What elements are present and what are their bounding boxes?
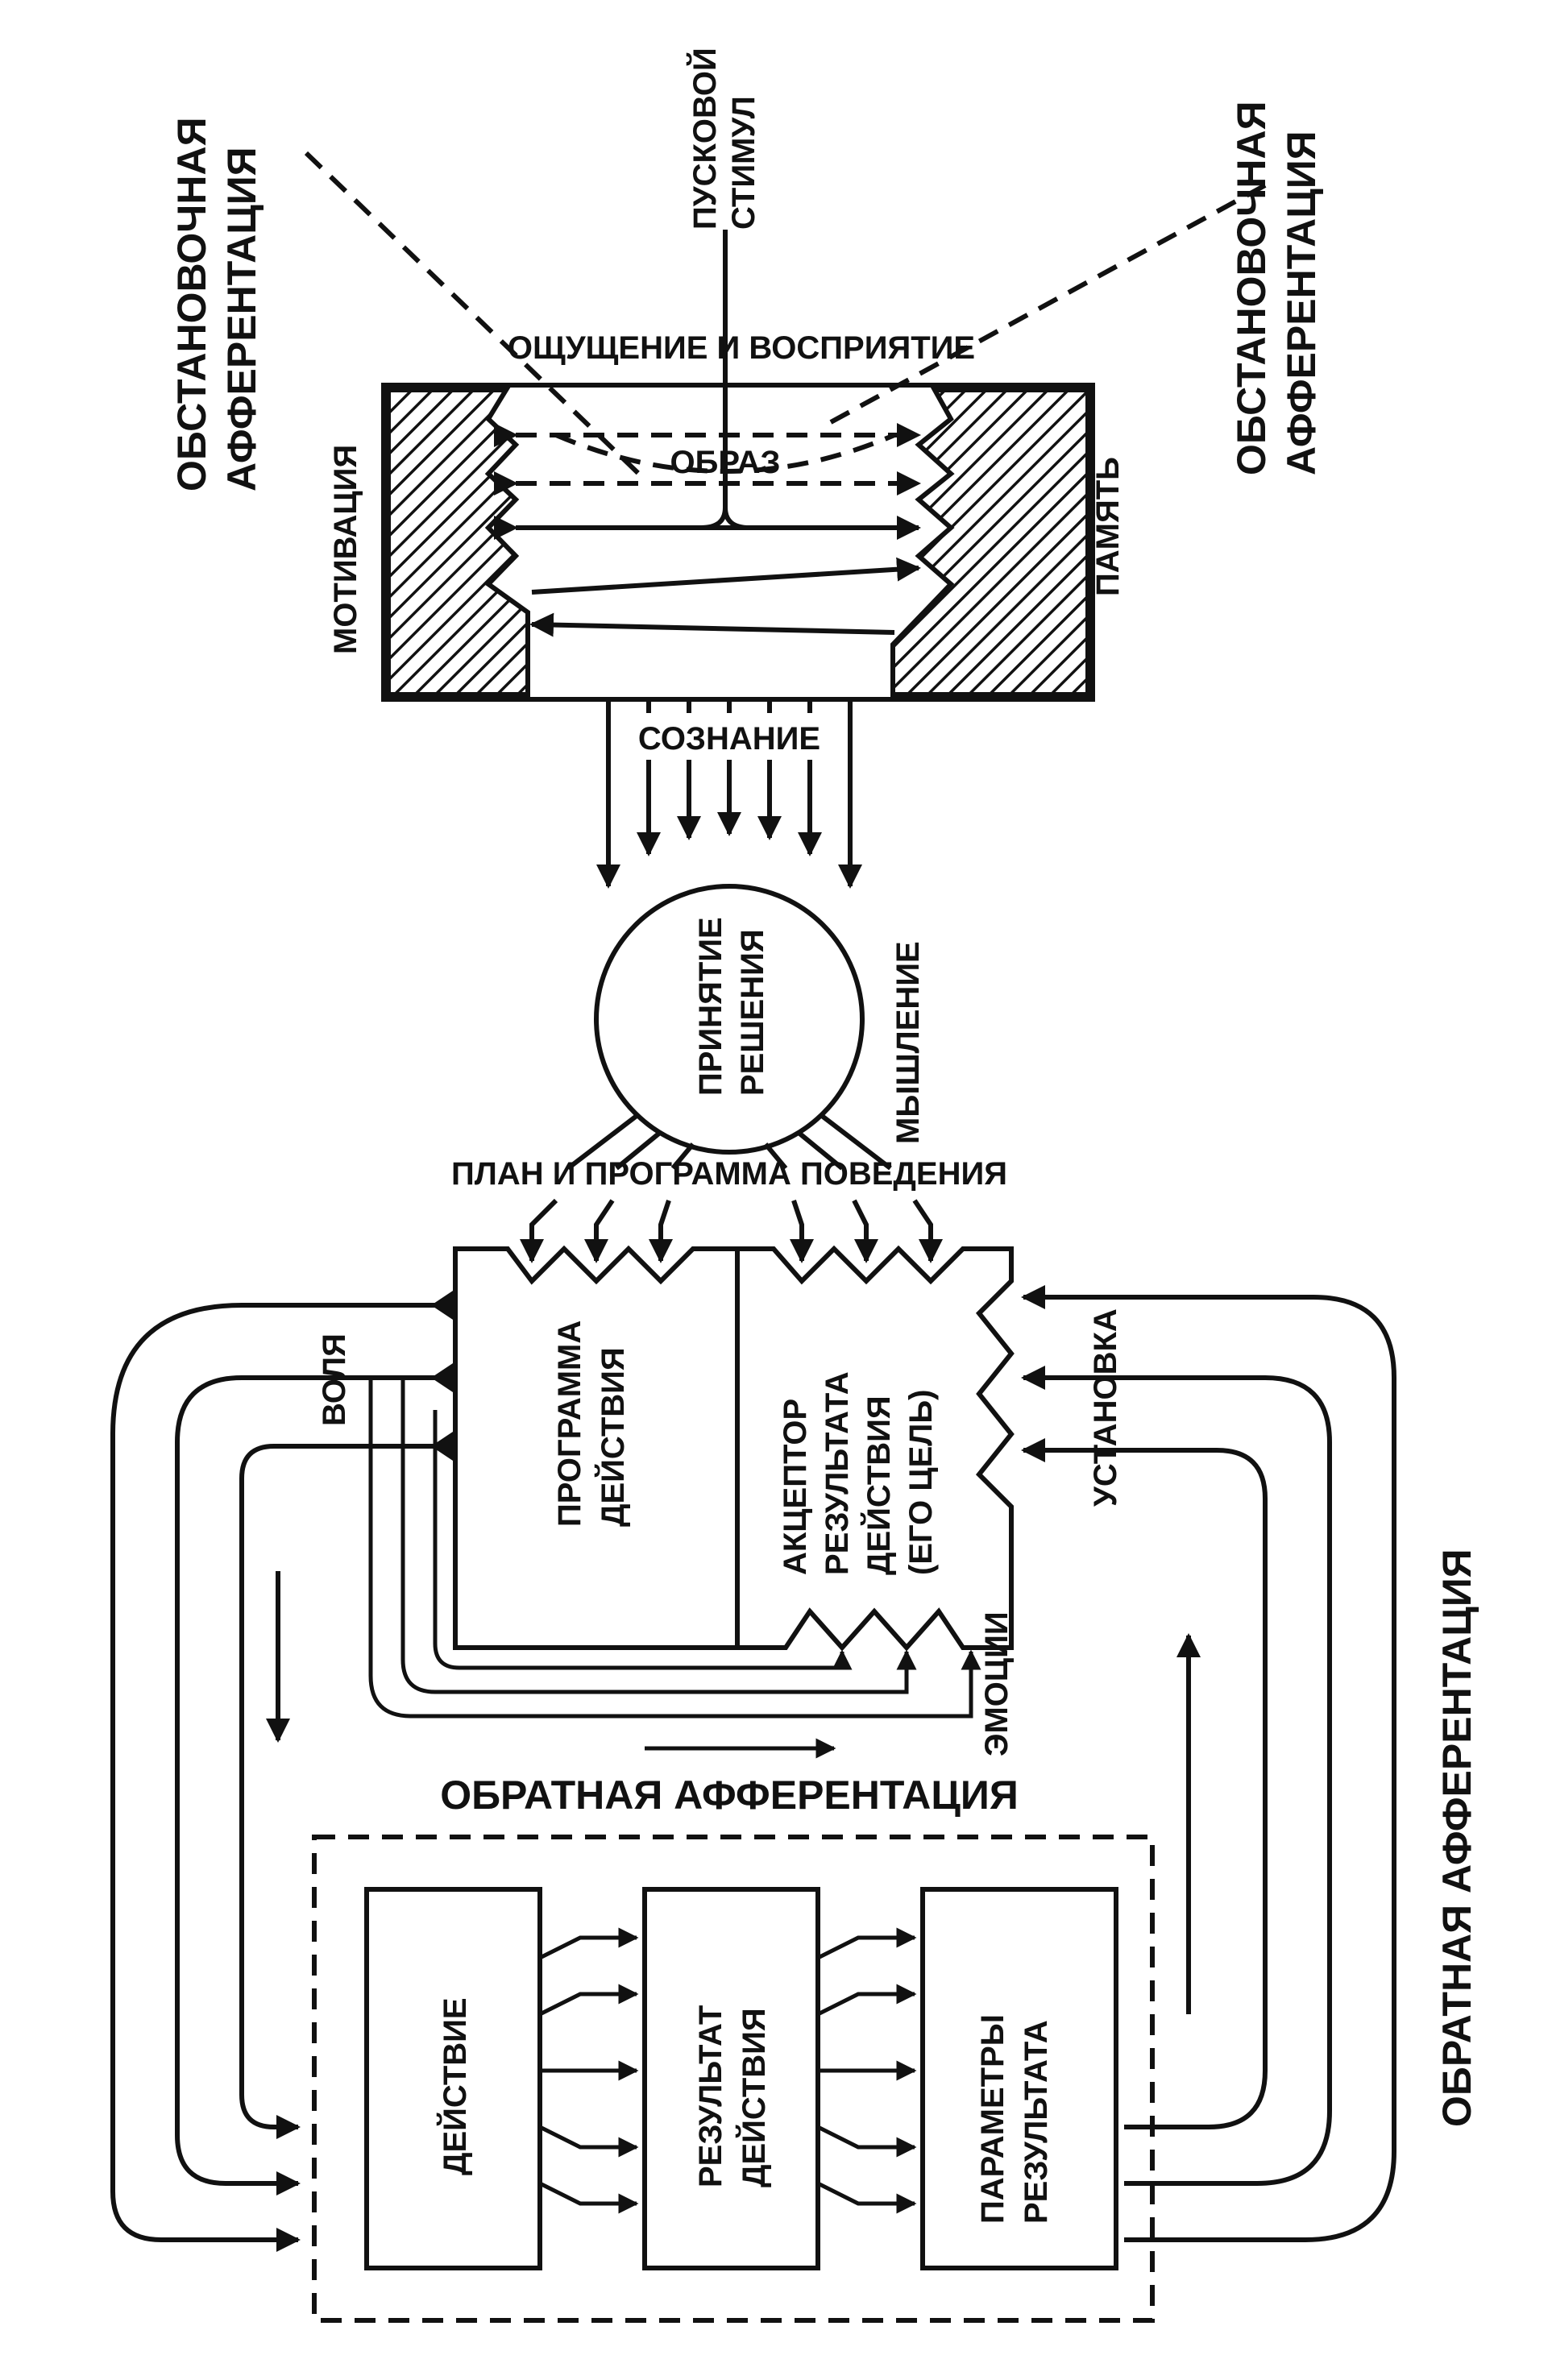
trigger-stimulus-label: ПУСКОВОЙ СТИМУЛ <box>686 39 761 230</box>
decision-rays <box>566 1113 892 1171</box>
feedback-loops <box>110 1285 1396 2252</box>
memory-hatched-area <box>890 388 1090 697</box>
memory-to-motivation-arrow <box>529 612 895 637</box>
feedback-right-label: ОБРАТНАЯ АФФЕРЕНТАЦИЯ <box>1434 1549 1479 2127</box>
image-label: ОБРАЗ <box>670 445 781 480</box>
env-afferentation-left-label: ОБСТАНОВОЧНАЯ АФФЕРЕНТАЦИЯ <box>169 106 264 491</box>
feedback-loop-left-1 <box>110 1303 455 2252</box>
env-afferentation-right-dashed <box>820 183 1267 429</box>
feedback-loop-left-3 <box>239 1444 455 2139</box>
emotion-loop-2 <box>400 1378 917 1694</box>
decision-label: ПРИНЯТИЕ РЕШЕНИЯ <box>693 908 770 1096</box>
plan-program-label: ПЛАН И ПРОГРАММА ПОВЕДЕНИЯ <box>451 1156 1007 1192</box>
plan-arrows <box>520 1198 943 1263</box>
feedback-loop-right-2 <box>1021 1366 1332 2186</box>
action-box <box>364 1887 542 2270</box>
emotions-label: ЭМОЦИИ <box>979 1611 1015 1756</box>
effector-dashed-frame <box>312 1835 1155 2323</box>
decision-circle <box>594 884 865 1155</box>
feedback-loop-left-2 <box>175 1375 455 2195</box>
result-acceptor-label: АКЦЕПТОР РЕЗУЛЬТАТА ДЕЙСТВИЯ (ЕГО ЦЕЛЬ) <box>778 1362 939 1575</box>
result-parameters-box <box>920 1887 1118 2270</box>
motivation-hatched-area <box>386 388 530 697</box>
consciousness-label-bg <box>612 713 846 760</box>
action-program-label: ПРОГРАММА ДЕЙСТВИЯ <box>552 1312 631 1527</box>
afferent-synthesis-block <box>304 151 1267 702</box>
consciousness-label: СОЗНАНИЕ <box>638 721 820 757</box>
emotion-loop-1 <box>368 1378 981 1719</box>
action-to-result-arrows <box>538 1927 639 2214</box>
set-attitude-label: УСТАНОВКА <box>1088 1308 1123 1507</box>
thinking-label: МЫШЛЕНИЕ <box>890 941 926 1144</box>
action-result-box <box>642 1887 820 2270</box>
feedback-loop-right-3 <box>1021 1438 1268 2129</box>
sensation-perception-label: ОЩУЩЕНИЕ И ВОСПРИЯТИЕ <box>508 330 975 366</box>
memory-label: ПАМЯТЬ <box>1090 457 1126 596</box>
feedback-center-label: ОБРАТНАЯ АФФЕРЕНТАЦИЯ <box>440 1773 1019 1818</box>
action-label: ДЕЙСТВИЕ <box>436 1997 473 2175</box>
result-to-parameters-arrows <box>816 1927 917 2214</box>
motivation-to-memory-arrow <box>531 557 921 595</box>
emotion-loop-3 <box>433 1410 853 1670</box>
motivation-label: МОТИВАЦИЯ <box>328 445 363 654</box>
program-acceptor-outline <box>453 1245 1015 1652</box>
env-afferentation-right-label: ОБСТАНОВОЧНАЯ АФФЕРЕНТАЦИЯ <box>1229 90 1324 475</box>
feedback-loop-right-1 <box>1021 1285 1396 2242</box>
result-parameters-label: ПАРАМЕТРЫ РЕЗУЛЬТАТА <box>975 2005 1054 2224</box>
action-result-label: РЕЗУЛЬТАТ ДЕЙСТВИЯ <box>693 1996 772 2187</box>
